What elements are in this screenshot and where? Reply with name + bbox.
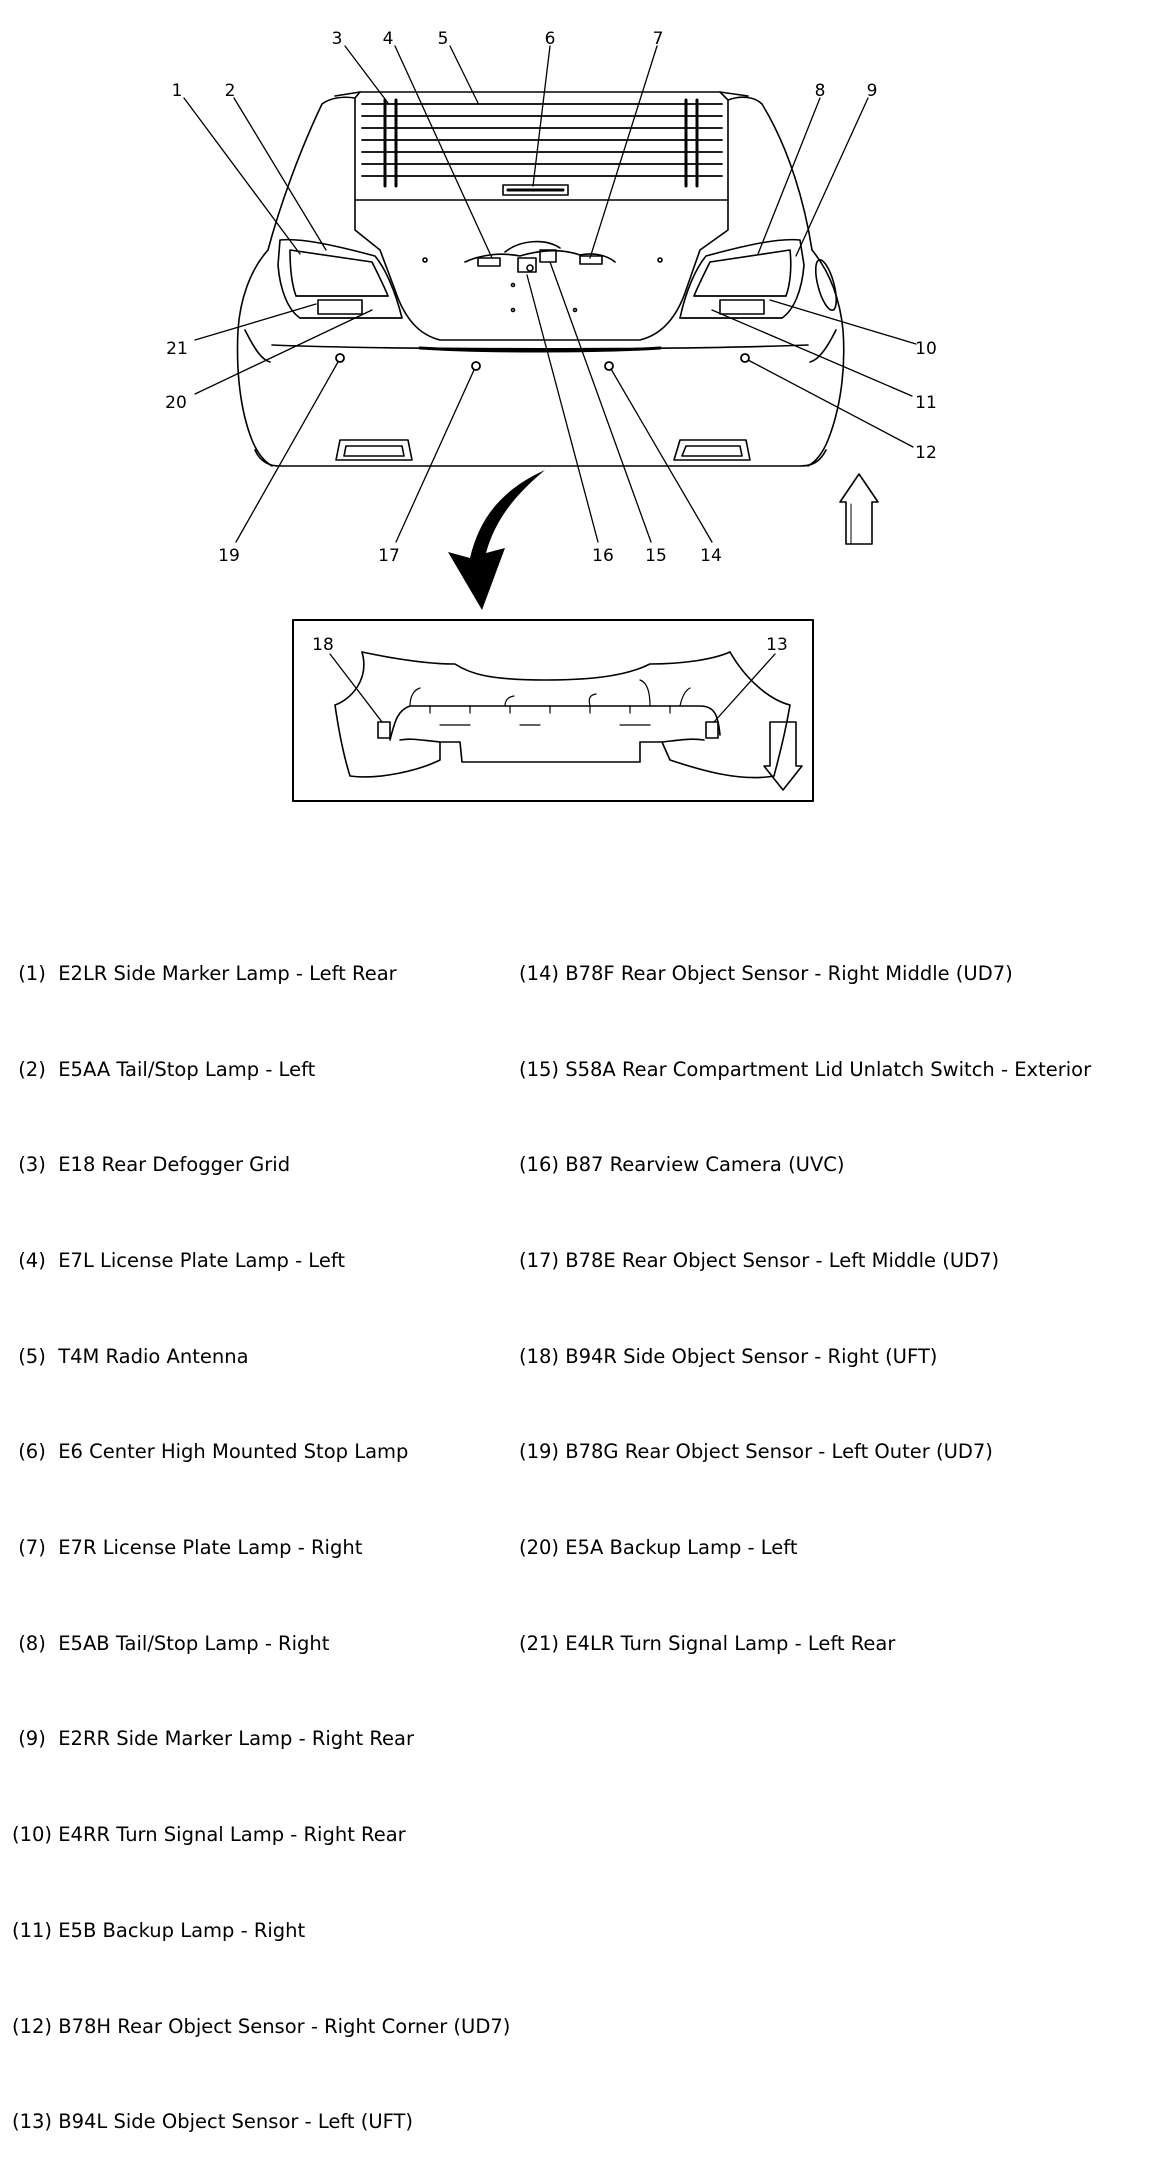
legend-item: (10) E4RR Turn Signal Lamp - Right Rear <box>12 1823 406 1847</box>
leader-lines <box>183 45 917 543</box>
legend-item: (21) E4LR Turn Signal Lamp - Left Rear <box>519 1631 896 1655</box>
callout-9: 9 <box>867 81 878 101</box>
callout-6: 6 <box>545 29 556 49</box>
chmsl-lamp <box>502 184 569 196</box>
detail-pointer-arrow-icon <box>448 470 545 610</box>
callout-14: 14 <box>700 546 722 566</box>
legend-item: (15) S58A Rear Compartment Lid Unlatch S… <box>519 1057 1092 1081</box>
callout-8: 8 <box>815 81 826 101</box>
callout-12: 12 <box>915 443 937 463</box>
rear-object-sensors <box>335 353 750 371</box>
license-lamps-and-camera <box>464 240 616 273</box>
right-exhaust <box>673 439 751 461</box>
legend-column-right: (14) B78F Rear Object Sensor - Right Mid… <box>519 894 1091 1692</box>
left-tail-lamp <box>277 238 403 319</box>
legend-item: (12) B78H Rear Object Sensor - Right Cor… <box>12 2014 511 2038</box>
callout-2: 2 <box>225 81 236 101</box>
legend-item: (6) E6 Center High Mounted Stop Lamp <box>12 1440 409 1464</box>
defogger-grid <box>361 98 723 188</box>
callout-5: 5 <box>438 29 449 49</box>
bumper-detail-inset <box>292 619 814 802</box>
legend-item: (20) E5A Backup Lamp - Left <box>519 1536 798 1560</box>
side-object-sensor-left <box>705 721 719 739</box>
legend-item: (8) E5AB Tail/Stop Lamp - Right <box>12 1631 330 1655</box>
legend-item: (19) B78G Rear Object Sensor - Left Oute… <box>519 1440 993 1464</box>
callout-16: 16 <box>592 546 614 566</box>
legend-item: (2) E5AA Tail/Stop Lamp - Left <box>12 1057 316 1081</box>
callout-11: 11 <box>915 393 937 413</box>
legend-item: (7) E7R License Plate Lamp - Right <box>12 1536 363 1560</box>
callout-3: 3 <box>332 29 343 49</box>
callout-15: 15 <box>645 546 667 566</box>
callout-20: 20 <box>165 393 187 413</box>
legend-item: (4) E7L License Plate Lamp - Left <box>12 1248 345 1272</box>
legend-item: (17) B78E Rear Object Sensor - Left Midd… <box>519 1248 1000 1272</box>
vehicle-rear-view <box>236 91 845 467</box>
legend-item: (18) B94R Side Object Sensor - Right (UF… <box>519 1344 938 1368</box>
legend-item: (13) B94L Side Object Sensor - Left (UFT… <box>12 2110 413 2134</box>
rearward-arrow-icon <box>763 721 803 791</box>
callout-10: 10 <box>915 339 937 359</box>
right-tail-lamp <box>679 238 805 319</box>
callout-17: 17 <box>378 546 400 566</box>
callout-1: 1 <box>172 81 183 101</box>
vehicle-rear-diagram: 1 2 3 4 5 6 7 8 9 10 11 12 13 14 15 16 1… <box>165 29 937 802</box>
legend-item: (9) E2RR Side Marker Lamp - Right Rear <box>12 1727 415 1751</box>
side-object-sensor-right <box>377 721 391 739</box>
legend-item: (3) E18 Rear Defogger Grid <box>12 1153 291 1177</box>
callout-labels: 1 2 3 4 5 6 7 8 9 10 11 12 13 14 15 16 1… <box>165 29 937 655</box>
callout-18: 18 <box>312 635 334 655</box>
callout-7: 7 <box>653 29 664 49</box>
callout-13: 13 <box>766 635 788 655</box>
forward-arrow-icon <box>839 473 879 545</box>
callout-21: 21 <box>166 339 188 359</box>
callout-19: 19 <box>218 546 240 566</box>
left-exhaust <box>335 439 413 461</box>
rear-window <box>354 91 729 201</box>
legend-item: (16) B87 Rearview Camera (UVC) <box>519 1153 845 1177</box>
legend-item: (11) E5B Backup Lamp - Right <box>12 1918 306 1942</box>
legend-column-left: (1) E2LR Side Marker Lamp - Left Rear (2… <box>12 894 510 2170</box>
legend-item: (5) T4M Radio Antenna <box>12 1344 249 1368</box>
deck-lid <box>354 199 729 341</box>
rear-bumper <box>271 344 809 350</box>
legend-item: (1) E2LR Side Marker Lamp - Left Rear <box>12 961 397 985</box>
callout-4: 4 <box>383 29 394 49</box>
legend-item: (14) B78F Rear Object Sensor - Right Mid… <box>519 961 1013 985</box>
